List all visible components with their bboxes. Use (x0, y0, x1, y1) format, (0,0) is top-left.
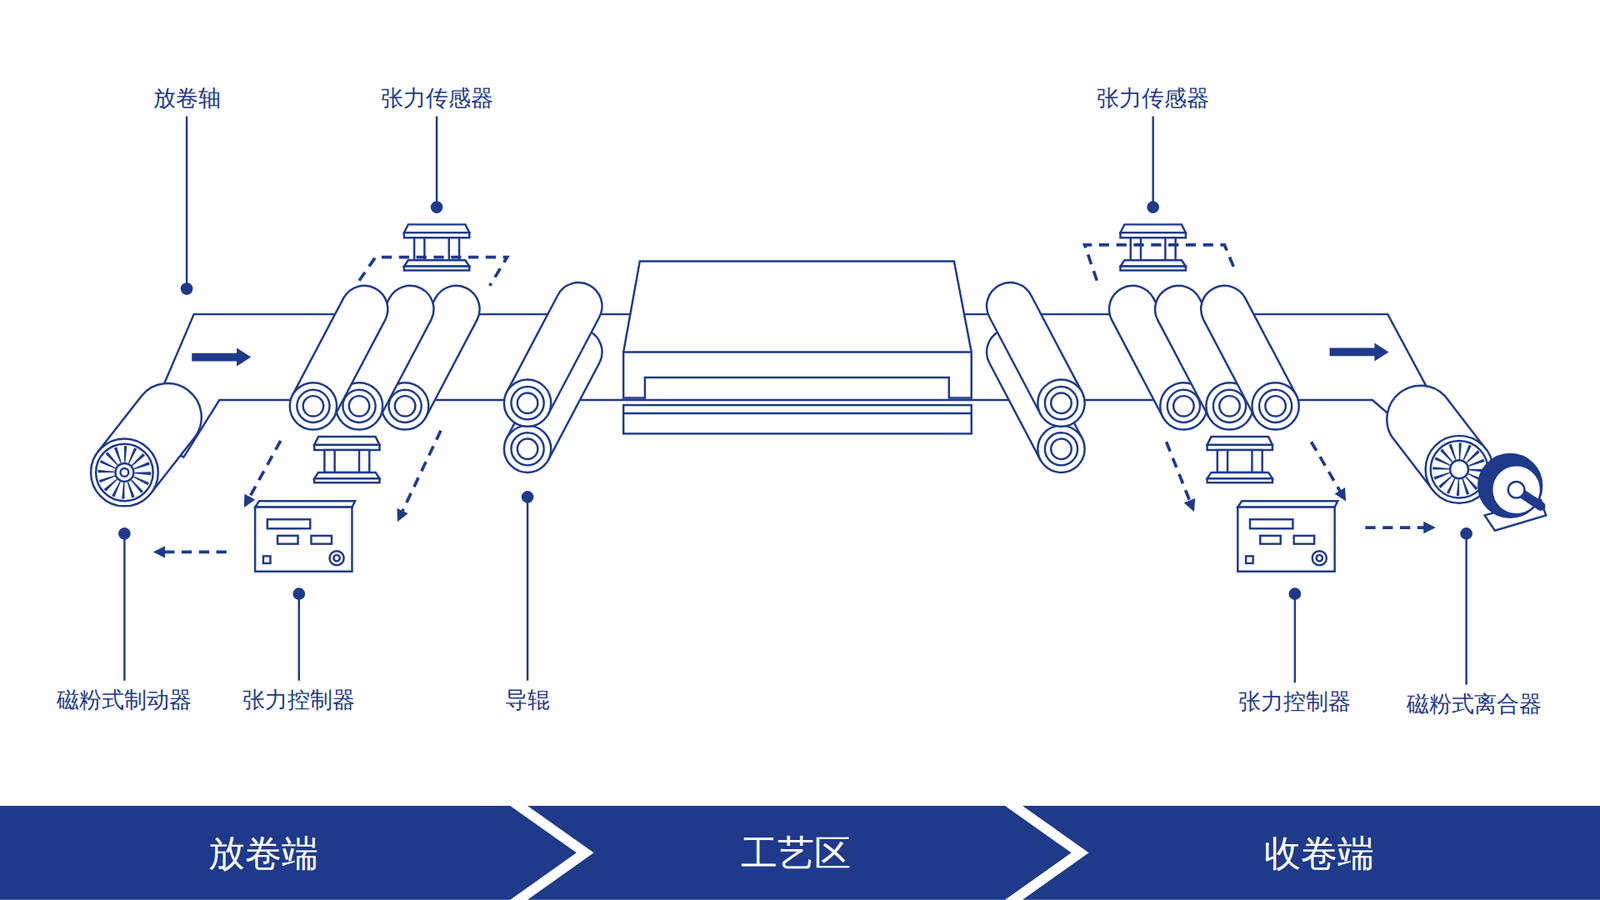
leader-line (185, 116, 188, 290)
chevron-fill (1022, 805, 1600, 900)
part-label: 张力控制器 (240, 687, 357, 713)
signal-arrow (400, 430, 441, 517)
signal-arrow (1365, 525, 1430, 530)
process-press (623, 260, 972, 434)
signal-bracket (359, 257, 508, 286)
stage-chevron: 收卷端 (1022, 805, 1600, 900)
leader-dot (431, 201, 442, 212)
leader-line (1465, 533, 1467, 685)
part-label: 磁粉式制动器 (55, 687, 194, 713)
part-label: 张力控制器 (1236, 690, 1353, 715)
rewind-roll (1386, 385, 1493, 504)
leader-dot (522, 491, 533, 502)
leader-line (1294, 594, 1296, 684)
leader-dot (1148, 201, 1159, 212)
direction-arrow (191, 348, 251, 367)
tension-roller (1200, 285, 1300, 430)
part-label: 张力传感器 (379, 85, 495, 111)
signal-arrow (246, 440, 280, 502)
tension-sensor-icon (1207, 436, 1273, 483)
stage-label: 放卷端 (208, 832, 319, 873)
signal-arrow (1310, 441, 1343, 496)
controller-icon (255, 500, 355, 571)
part-label: 导辊 (503, 687, 552, 713)
tension-sensor-icon (404, 224, 470, 270)
leader-line (1151, 116, 1154, 208)
chevron-fill (0, 805, 577, 900)
leader-dot (181, 283, 192, 294)
leader-dot (1460, 528, 1471, 539)
controller-icon (1237, 500, 1338, 571)
direction-arrow (1330, 342, 1390, 361)
tension-sensor-icon (1120, 224, 1185, 270)
tension-roller (290, 285, 389, 430)
signal-arrow (1166, 441, 1193, 506)
part-label: 放卷轴 (151, 85, 223, 111)
leader-line (526, 496, 529, 680)
signal-arrow (159, 550, 227, 555)
signal-bracket (1085, 245, 1235, 281)
leader-line (435, 116, 438, 208)
guide-roller (986, 282, 1085, 427)
part-label: 磁粉式离合器 (1405, 691, 1544, 717)
leader-line (123, 533, 125, 680)
leader-dot (119, 528, 130, 539)
stage-chevron: 工艺区 (527, 805, 1072, 900)
stage-label: 工艺区 (740, 832, 851, 873)
unwind-roll (90, 383, 202, 506)
tension-sensor-icon (314, 436, 380, 483)
clutch-motor (1478, 454, 1546, 531)
leader-dot (294, 589, 305, 600)
leader-dot (1290, 589, 1300, 600)
guide-roller (504, 282, 603, 427)
leader-line (298, 594, 300, 681)
stage-chevron: 放卷端 (0, 805, 577, 900)
part-label: 张力传感器 (1095, 85, 1211, 111)
chevron-fill (527, 805, 1072, 900)
stage-label: 收卷端 (1264, 832, 1375, 873)
